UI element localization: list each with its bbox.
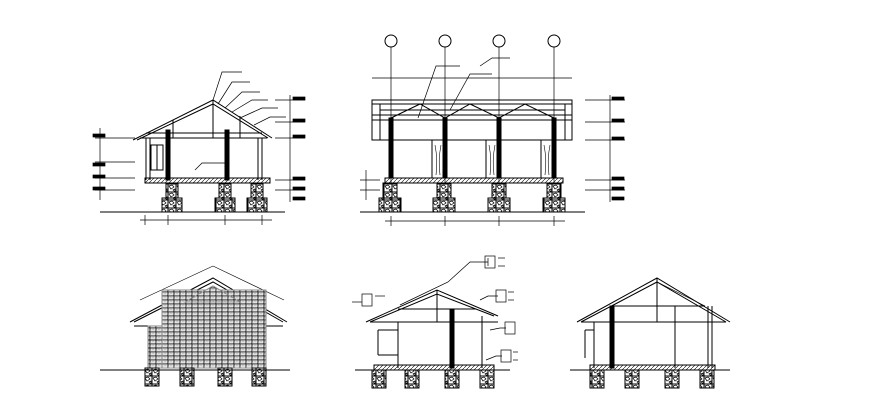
leader-lines-main (417, 57, 510, 119)
level-marks-right (275, 95, 306, 202)
doors (431, 139, 554, 179)
elevation-left-bottom (100, 265, 290, 387)
detail-tags (352, 255, 518, 363)
dimension-line-bottom (140, 215, 272, 225)
grid-bubbles (384, 34, 561, 190)
section-main-top (360, 34, 625, 226)
leader-lines (212, 71, 286, 126)
dimension-line-main-bottom (385, 216, 565, 226)
section-middle-bottom (352, 255, 518, 389)
level-marks-left (92, 128, 135, 200)
level-marks-main-right (585, 95, 625, 202)
section-right-bottom (570, 277, 731, 389)
level-marks-main-left (360, 170, 380, 200)
section-left-top (92, 71, 306, 225)
roof-outline (132, 99, 273, 141)
